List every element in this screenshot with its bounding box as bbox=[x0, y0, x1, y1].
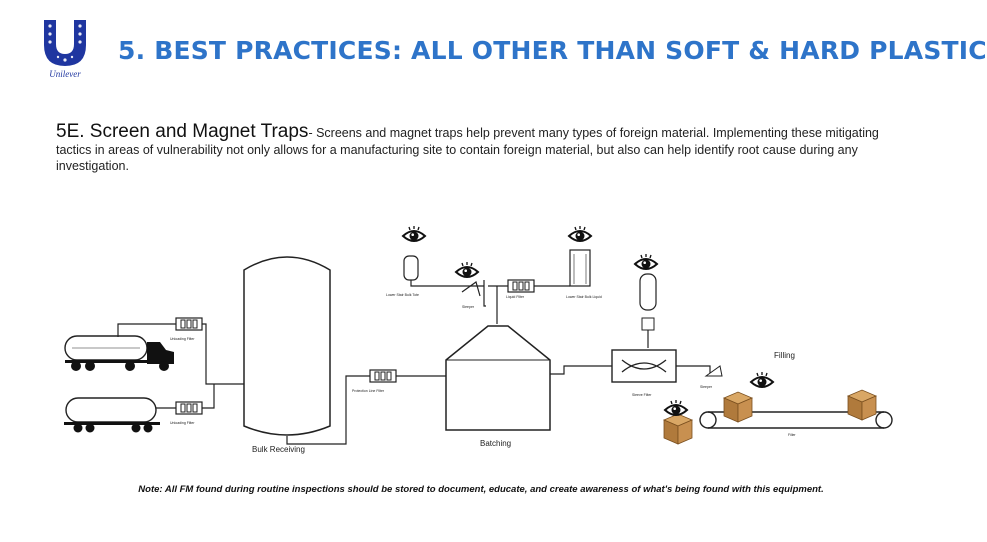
magnet-trap-icon bbox=[507, 279, 535, 293]
magnet-trap-icon bbox=[175, 401, 203, 415]
svg-text:Sleeve Filter: Sleeve Filter bbox=[632, 393, 652, 397]
magnet-trap-icon bbox=[175, 317, 203, 331]
sifter-screen bbox=[611, 349, 677, 383]
svg-text:Filler: Filler bbox=[788, 433, 796, 437]
batching-label: Batching bbox=[480, 439, 511, 448]
process-flow-diagram: Unloading Filter Unloading Filter Bulk R… bbox=[64, 225, 893, 454]
conveyor-belt bbox=[699, 411, 893, 429]
section-text: Screens and magnet traps help prevent ma… bbox=[56, 126, 879, 173]
svg-text:Protection Line Filter: Protection Line Filter bbox=[352, 389, 385, 393]
eye-icon bbox=[750, 371, 774, 388]
unilever-logo-icon: Unilever bbox=[44, 20, 86, 79]
svg-text:Unloading Filter: Unloading Filter bbox=[170, 337, 195, 341]
svg-text:Sleeper: Sleeper bbox=[462, 305, 475, 309]
section-dash: - bbox=[308, 126, 317, 140]
box-icon bbox=[723, 391, 753, 423]
box-icon bbox=[663, 413, 693, 445]
eye-icon bbox=[568, 225, 592, 242]
page-title: 5. BEST PRACTICES: ALL OTHER THAN SOFT &… bbox=[118, 36, 987, 65]
eye-icon bbox=[402, 225, 426, 242]
svg-text:Unloading Filter: Unloading Filter bbox=[170, 421, 195, 425]
eye-icon bbox=[664, 399, 688, 416]
svg-text:Liquid Filter: Liquid Filter bbox=[506, 295, 525, 299]
bulk-receiving-silo bbox=[243, 256, 331, 436]
batching-tank bbox=[445, 325, 551, 431]
box-icon bbox=[847, 389, 877, 421]
rail-car-icon bbox=[64, 397, 160, 433]
eye-icon bbox=[455, 261, 479, 278]
svg-text:Lower Stair Bulk Liquid: Lower Stair Bulk Liquid bbox=[566, 295, 602, 299]
magnet-trap-icon bbox=[369, 369, 397, 383]
svg-text:Sleeper: Sleeper bbox=[700, 385, 713, 389]
logo-text: Unilever bbox=[49, 69, 81, 79]
section-title: 5E. Screen and Magnet Traps bbox=[56, 121, 309, 142]
bulk-receiving-label: Bulk Receiving bbox=[252, 445, 305, 454]
footer-note: Note: All FM found during routine inspec… bbox=[138, 484, 824, 495]
tanker-truck-icon bbox=[64, 335, 174, 371]
eye-icon bbox=[634, 253, 658, 270]
svg-text:Lower Stair Bulk Tote: Lower Stair Bulk Tote bbox=[386, 293, 419, 297]
section-description: 5E. Screen and Magnet Traps- Screens and… bbox=[56, 121, 906, 175]
filling-label: Filling bbox=[774, 351, 795, 360]
